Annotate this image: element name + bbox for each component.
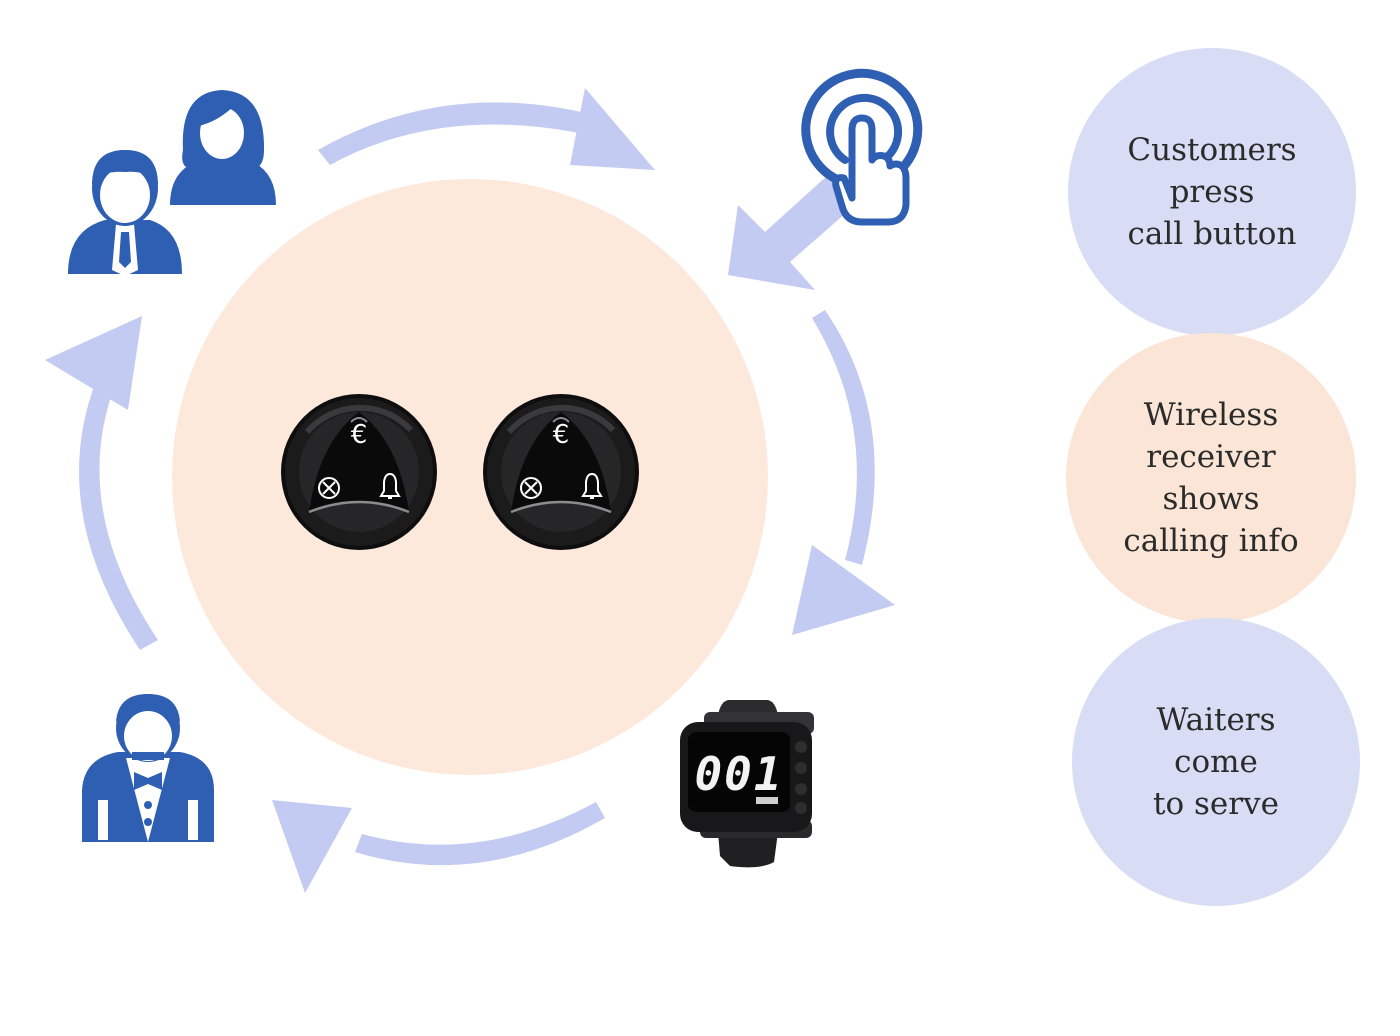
step-2-line-1: Wireless (1143, 397, 1279, 433)
step-1-line-2: press (1169, 174, 1255, 210)
step-1-line-1: Customers (1127, 132, 1297, 168)
call-button-device-right[interactable]: € (483, 394, 639, 550)
step-waiters-serve: Waiters come to serve (1072, 618, 1360, 906)
arrow-left-head (45, 316, 142, 410)
arrow-top (318, 102, 605, 165)
arrow-right-head (792, 545, 895, 635)
arrow-bottom-head (272, 800, 352, 893)
step-3-line-2: come (1174, 744, 1258, 780)
step-1-line-3: call button (1127, 216, 1297, 252)
bell-icon (581, 472, 603, 499)
call-button-device-left[interactable]: € (281, 394, 437, 550)
step-receiver-shows: Wireless receiver shows calling info (1066, 333, 1356, 623)
step-2-line-4: calling info (1123, 523, 1299, 559)
arrow-left (79, 362, 158, 650)
bell-icon (379, 472, 401, 499)
step-2-line-2: receiver (1146, 439, 1276, 475)
arrow-top-head (570, 88, 655, 170)
waiter-icon (82, 694, 214, 842)
step-customers-press: Customers press call button (1068, 48, 1356, 336)
watch-display-text: 001 (694, 747, 783, 801)
customers-icon (68, 90, 276, 276)
cancel-icon (318, 477, 340, 499)
step-3-line-1: Waiters (1156, 702, 1276, 738)
arrow-right (812, 310, 875, 565)
step-3-line-3: to serve (1153, 786, 1279, 822)
arrow-bottom (355, 802, 605, 866)
touch-hand-icon (801, 68, 923, 226)
step-2-line-3: shows (1162, 481, 1260, 517)
euro-symbol: € (553, 420, 570, 450)
cancel-icon (520, 477, 542, 499)
wrist-watch-pager[interactable]: 001 (680, 700, 814, 868)
cycle-arrows (45, 88, 895, 893)
arrow-diagonal (728, 175, 855, 290)
euro-symbol: € (351, 420, 368, 450)
center-circle (172, 179, 768, 775)
